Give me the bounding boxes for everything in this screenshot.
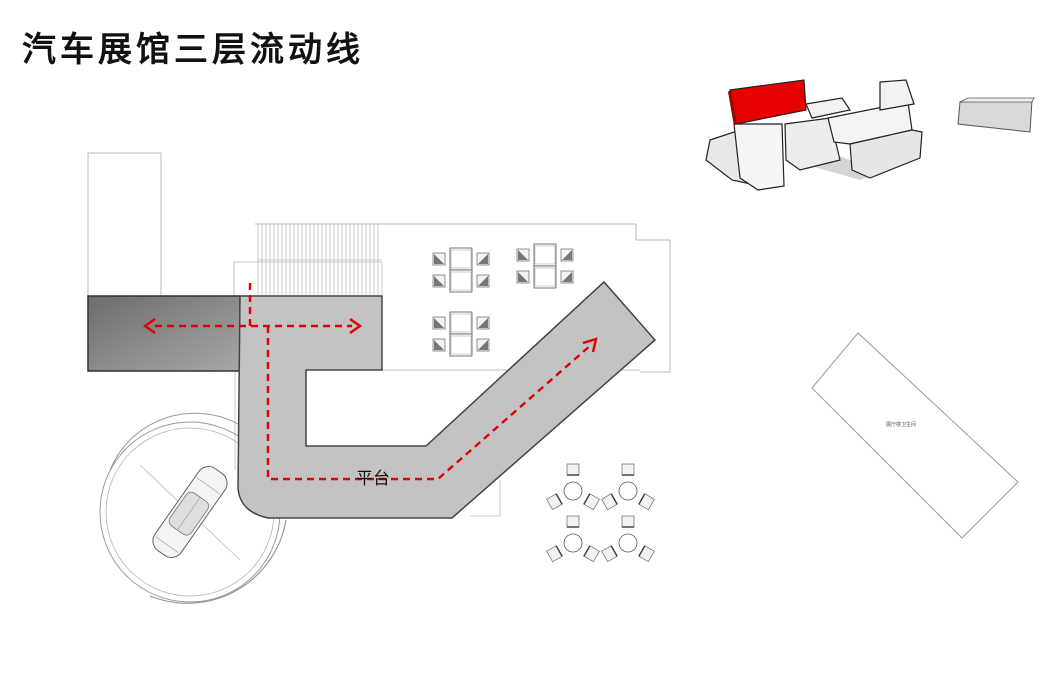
stairs [257,224,382,296]
round-tables [545,463,656,563]
page-title: 汽车展馆三层流动线 [22,30,364,70]
dark-block [87,295,241,372]
arrow-heads [142,318,598,353]
background-plan-lines [87,152,671,517]
room-label: 展厅楼卫生间 [886,421,916,428]
platform-shape [237,280,657,519]
massing-model [705,79,1035,191]
car-icon [152,466,228,558]
turntable [99,412,287,604]
rotated-room: 展厅楼卫生间 [811,332,1019,539]
platform-label: 平台 [356,469,390,489]
flow-arrows [155,283,592,481]
